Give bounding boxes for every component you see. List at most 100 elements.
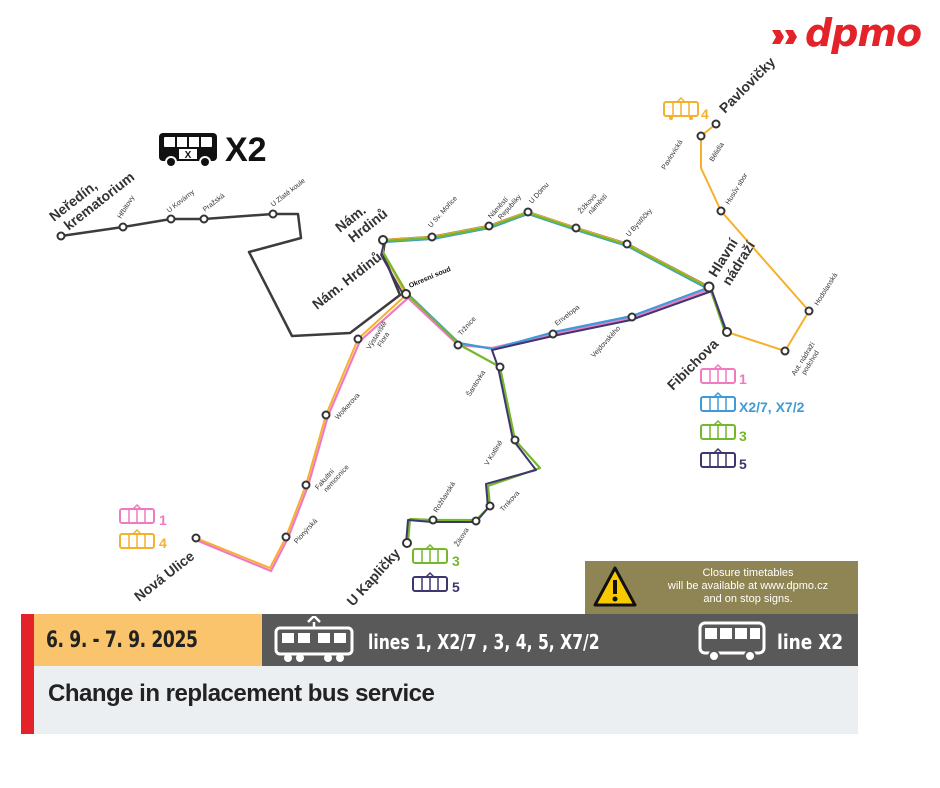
- stop-fakultni-nemocnice: [301, 480, 311, 490]
- banner-headline-box: Change in replacement bus service: [34, 666, 858, 734]
- label-santovka: Šantovka: [464, 368, 487, 398]
- tram-3-icon: [700, 419, 736, 440]
- tram-4-icon: [663, 96, 699, 120]
- label-u-bystricky: U Bystřičky: [625, 207, 654, 238]
- tram-icon: [274, 616, 354, 662]
- route-5-number-fibichova: 5: [739, 456, 747, 472]
- banner-headline: Change in replacement bus service: [48, 680, 435, 707]
- stop-labels: Hřbitovy U Kovárny Pražská U Zlaté koule…: [117, 139, 840, 548]
- stop-u-kaplicky: [402, 538, 412, 548]
- stop-pionyrska: [281, 532, 291, 542]
- service-banner: 6. 9. - 7. 9. 2025 lines 1, X2/7 , 3, 4,…: [21, 614, 858, 734]
- stop-namesti-republiky: [484, 221, 494, 231]
- stop-fibichova: [722, 327, 732, 337]
- bus-line-title: X2: [225, 131, 267, 169]
- stop-trznice: [453, 340, 463, 350]
- label-wolkerova: Wolkerova: [334, 392, 361, 421]
- label-hlavni-nadrazi: Hlavnínádraží: [705, 229, 759, 288]
- route-4-number: 4: [701, 106, 709, 122]
- warning-icon: [593, 566, 637, 607]
- stop-okresni-soud: [401, 289, 411, 299]
- dpmo-logo: dpmo: [770, 11, 930, 55]
- stop-u-bystricky: [622, 239, 632, 249]
- stop-zikova: [471, 516, 481, 526]
- stop-nova-ulice: [191, 533, 201, 543]
- tram-1-icon: [700, 363, 736, 384]
- label-fibichova: Fibichova: [664, 335, 722, 393]
- stop-neredin: [56, 231, 66, 241]
- stop-pavlovicka: [696, 131, 706, 141]
- route-legend-fibichova: 1 X2/7, X7/2 3 5: [700, 363, 805, 472]
- label-u-kovarny: U Kovárny: [166, 189, 196, 215]
- stop-santovka: [495, 362, 505, 372]
- closure-notice-text: Closure timetables will be available at …: [667, 567, 829, 605]
- label-fakultni-nemocnice: Fakultnínemocnice: [314, 458, 351, 496]
- route-5-number-kaplicky: 5: [452, 579, 460, 595]
- label-zizkovo-namesti: Žižkovonáměstí: [576, 186, 609, 220]
- label-okresni-soud: Okresní soud: [408, 266, 452, 290]
- banner-date-box: 6. 9. - 7. 9. 2025: [34, 614, 262, 666]
- label-u-sv-morice: U Sv. Mořice: [427, 195, 459, 229]
- route-3-number-kaplicky: 3: [452, 553, 460, 569]
- stop-v-kotline: [510, 435, 520, 445]
- label-pavlovicky: Pavlovičky: [716, 53, 779, 116]
- major-stop-labels: Neředín,krematorium Nám.Hrdinů Nám. Hrdi…: [46, 53, 778, 609]
- stop-vystaviste-flora: [353, 334, 363, 344]
- label-pavlovicka: Pavlovická: [661, 139, 685, 171]
- label-trznice: Tržnice: [457, 316, 477, 338]
- label-u-domu: U Dómu: [528, 181, 550, 205]
- label-trnkova: Trnkova: [499, 490, 521, 513]
- stop-hrbitovy: [118, 222, 128, 232]
- route-1-number-fibichova: 1: [739, 371, 747, 387]
- stop-u-kovarny: [166, 214, 176, 224]
- banner-date: 6. 9. - 7. 9. 2025: [46, 628, 198, 653]
- stop-u-sv-morice: [427, 232, 437, 242]
- banner-bus-line-text: line X2: [777, 630, 844, 654]
- route-3-number-fibichova: 3: [739, 428, 747, 444]
- label-envelopa: Envelopa: [554, 304, 581, 328]
- stop-hodolanska: [804, 306, 814, 316]
- label-vejdovskeho: Vejdovského: [590, 325, 622, 359]
- route-legend-nova-ulice: 1 4: [119, 503, 167, 551]
- bus-icon: [698, 621, 766, 662]
- tram-5-icon: [412, 571, 448, 592]
- label-prazska: Pražská: [202, 192, 226, 213]
- banner-lines-box: lines 1, X2/7 , 3, 4, 5, X7/2 line X2: [262, 614, 858, 666]
- stop-rozhavska: [428, 515, 438, 525]
- stop-aut-nadrazi: [780, 346, 790, 356]
- bus-x2-icon: X: [159, 133, 217, 168]
- route-4-number-nova-ulice: 4: [159, 535, 167, 551]
- label-zikova: Žikova: [452, 526, 471, 548]
- label-u-kaplicky: U Kapličky: [343, 545, 403, 609]
- route-x27-number: X2/7, X7/2: [739, 399, 805, 415]
- stop-husuv-sbor: [716, 206, 726, 216]
- stop-u-domu: [523, 207, 533, 217]
- bus-x2-letter: X: [185, 150, 192, 161]
- stop-zizkovo-namesti: [571, 223, 581, 233]
- label-pionyrska: Pionýrská: [293, 518, 319, 546]
- label-v-kotline: V Kotlině: [484, 439, 505, 467]
- stop-trnkova: [485, 501, 495, 511]
- label-aut-nadrazi: Aut. nádražípodchod: [791, 341, 824, 381]
- dpmo-logo-text: dpmo: [805, 11, 922, 55]
- banner-lines-text: lines 1, X2/7 , 3, 4, 5, X7/2: [368, 630, 600, 654]
- label-nam-hrdinu: Nám. Hrdinů: [309, 249, 384, 313]
- label-belidla: Bělidla: [709, 141, 726, 163]
- route-legend-u-kaplicky: 3 5: [412, 543, 460, 595]
- banner-accent-bar: [21, 614, 34, 734]
- label-hodolanska: Hodolanská: [814, 272, 840, 307]
- stop-vejdovskeho: [627, 312, 637, 322]
- closure-notice: Closure timetables will be available at …: [585, 561, 858, 614]
- label-vystaviste-flora: VýstavištěFlora: [366, 320, 396, 355]
- tram-x27-icon: [700, 391, 736, 412]
- tram-5-icon: [700, 447, 736, 468]
- stop-hlavni-nadrazi: [703, 281, 715, 293]
- label-hrbitovy: Hřbitovy: [117, 194, 137, 220]
- stop-envelopa: [548, 329, 558, 339]
- tram-line-5-route: [405, 290, 728, 545]
- label-rozhavska: Rožňavská: [433, 481, 457, 514]
- tram-1-icon: [119, 503, 155, 524]
- tram-4-icon: [119, 528, 155, 549]
- stop-prazska: [199, 214, 209, 224]
